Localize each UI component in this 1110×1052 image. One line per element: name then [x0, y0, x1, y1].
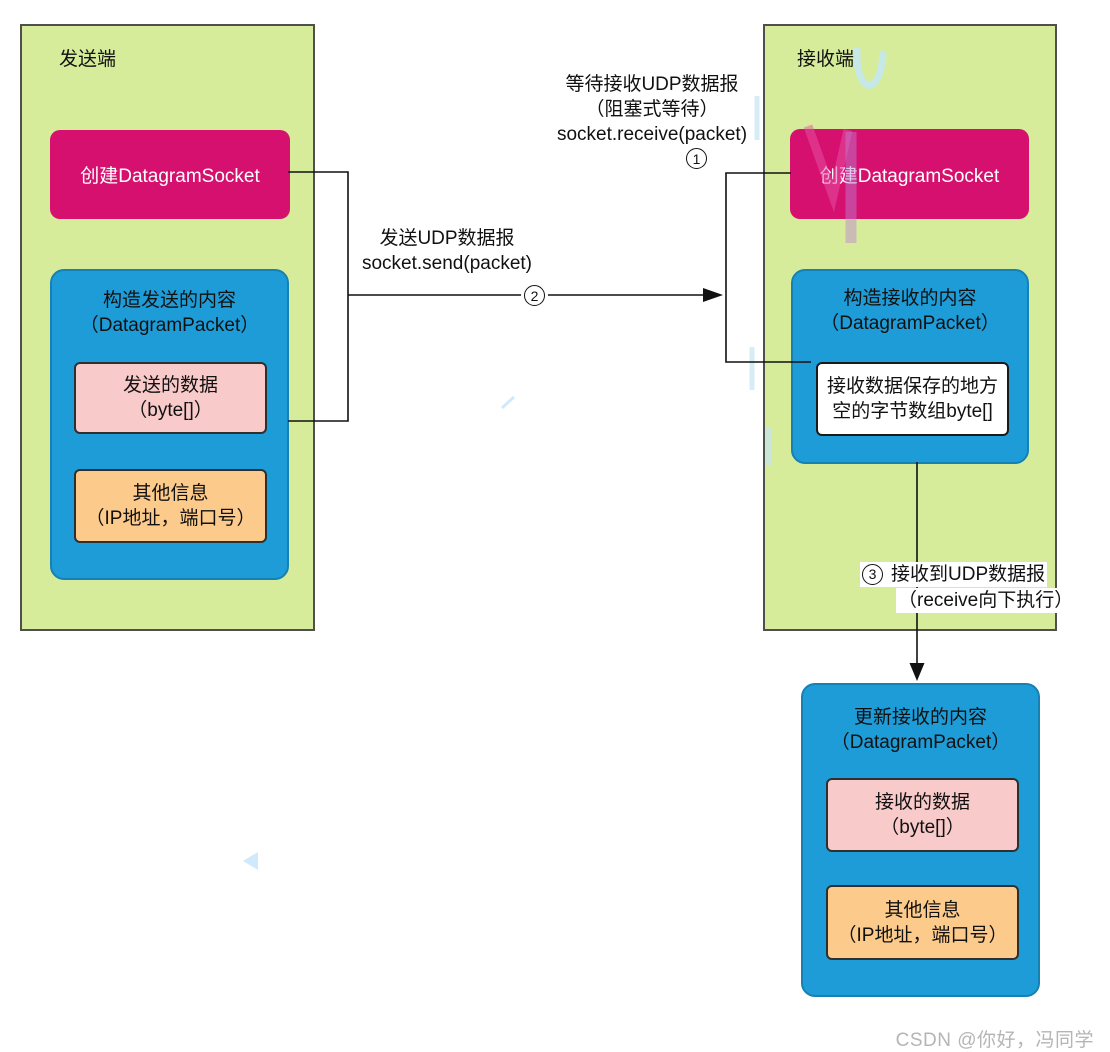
wait-receive-line3: socket.receive(packet)	[556, 124, 748, 145]
receiver-packet-title-line1: 构造接收的内容	[843, 288, 977, 309]
receiver-buffer-box: 接收数据保存的地方 空的字节数组byte[]	[816, 362, 1009, 436]
sender-create-socket-box: 创建DatagramSocket	[50, 130, 290, 219]
send-line2: socket.send(packet)	[361, 253, 533, 274]
send-label: 发送UDP数据报 socket.send(packet)	[352, 226, 542, 276]
received-packet-title-line1: 更新接收的内容	[853, 707, 987, 728]
sender-info-line1: 其他信息	[132, 483, 209, 504]
csdn-watermark: CSDN @你好，冯同学	[895, 1030, 1094, 1051]
sender-title: 发送端	[59, 49, 117, 70]
received-packet-box: 更新接收的内容 （DatagramPacket） 接收的数据 （byte[]） …	[801, 683, 1040, 997]
received-packet-title-line2: （DatagramPacket）	[830, 732, 1011, 753]
sender-packet-title-line1: 构造发送的内容	[102, 290, 236, 311]
receiver-packet-title: 构造接收的内容 （DatagramPacket）	[793, 286, 1027, 336]
receive-arrow-head	[909, 663, 925, 681]
receiver-buffer-line1: 接收数据保存的地方	[826, 376, 998, 397]
receiver-buffer-line2: 空的字节数组byte[]	[832, 401, 993, 422]
step-3-number: 3	[868, 566, 877, 582]
sender-data-box: 发送的数据 （byte[]）	[74, 362, 267, 434]
received-data-line2: （byte[]）	[880, 817, 965, 838]
received-info-line2: （IP地址，端口号）	[837, 924, 1008, 946]
sender-packet-box: 构造发送的内容 （DatagramPacket） 发送的数据 （byte[]） …	[50, 269, 289, 580]
step-2-badge: 2	[524, 285, 545, 306]
sender-info-box: 其他信息 （IP地址，端口号）	[74, 469, 267, 543]
sender-packet-title: 构造发送的内容 （DatagramPacket）	[52, 288, 287, 338]
receive-done-label-row1: 3 接收到UDP数据报	[860, 562, 1048, 587]
receiver-create-socket-box: 创建DatagramSocket	[790, 129, 1029, 219]
receiver-create-socket-label: 创建DatagramSocket	[819, 165, 1000, 187]
received-data-line1: 接收的数据	[874, 792, 970, 813]
step-2-number: 2	[530, 287, 539, 304]
step-3-badge: 3	[862, 564, 883, 585]
sender-packet-title-line2: （DatagramPacket）	[79, 315, 260, 336]
receiver-panel: 接收端 创建DatagramSocket 构造接收的内容 （DatagramPa…	[763, 24, 1057, 631]
received-info-line1: 其他信息	[884, 899, 961, 921]
sender-panel: 发送端 创建DatagramSocket 构造发送的内容 （DatagramPa…	[20, 24, 315, 631]
wait-receive-line2: （阻塞式等待）	[585, 99, 719, 120]
wait-receive-line1: 等待接收UDP数据报	[565, 74, 739, 95]
sender-data-line2: （byte[]）	[128, 400, 213, 421]
send-arrow-head	[703, 288, 723, 302]
received-info-box: 其他信息 （IP地址，端口号）	[826, 885, 1019, 960]
sender-create-socket-label: 创建DatagramSocket	[80, 166, 260, 187]
step-1-badge: 1	[686, 148, 707, 169]
receive-done-line1: 接收到UDP数据报	[891, 564, 1046, 585]
send-line1: 发送UDP数据报	[379, 228, 515, 249]
receiver-packet-box: 构造接收的内容 （DatagramPacket） 接收数据保存的地方 空的字节数…	[791, 269, 1029, 464]
received-data-box: 接收的数据 （byte[]）	[826, 778, 1019, 852]
receiver-title: 接收端	[797, 49, 855, 70]
received-packet-title: 更新接收的内容 （DatagramPacket）	[803, 705, 1038, 755]
wait-receive-label: 等待接收UDP数据报 （阻塞式等待） socket.receive(packet…	[542, 72, 762, 147]
sender-info-line2: （IP地址，端口号）	[85, 508, 256, 529]
receive-done-line2: （receive向下执行）	[898, 590, 1074, 611]
receive-done-label-row2: （receive向下执行）	[896, 588, 1076, 613]
step-1-number: 1	[692, 150, 701, 167]
sender-data-line1: 发送的数据	[122, 375, 218, 396]
receiver-packet-title-line2: （DatagramPacket）	[820, 313, 1000, 334]
